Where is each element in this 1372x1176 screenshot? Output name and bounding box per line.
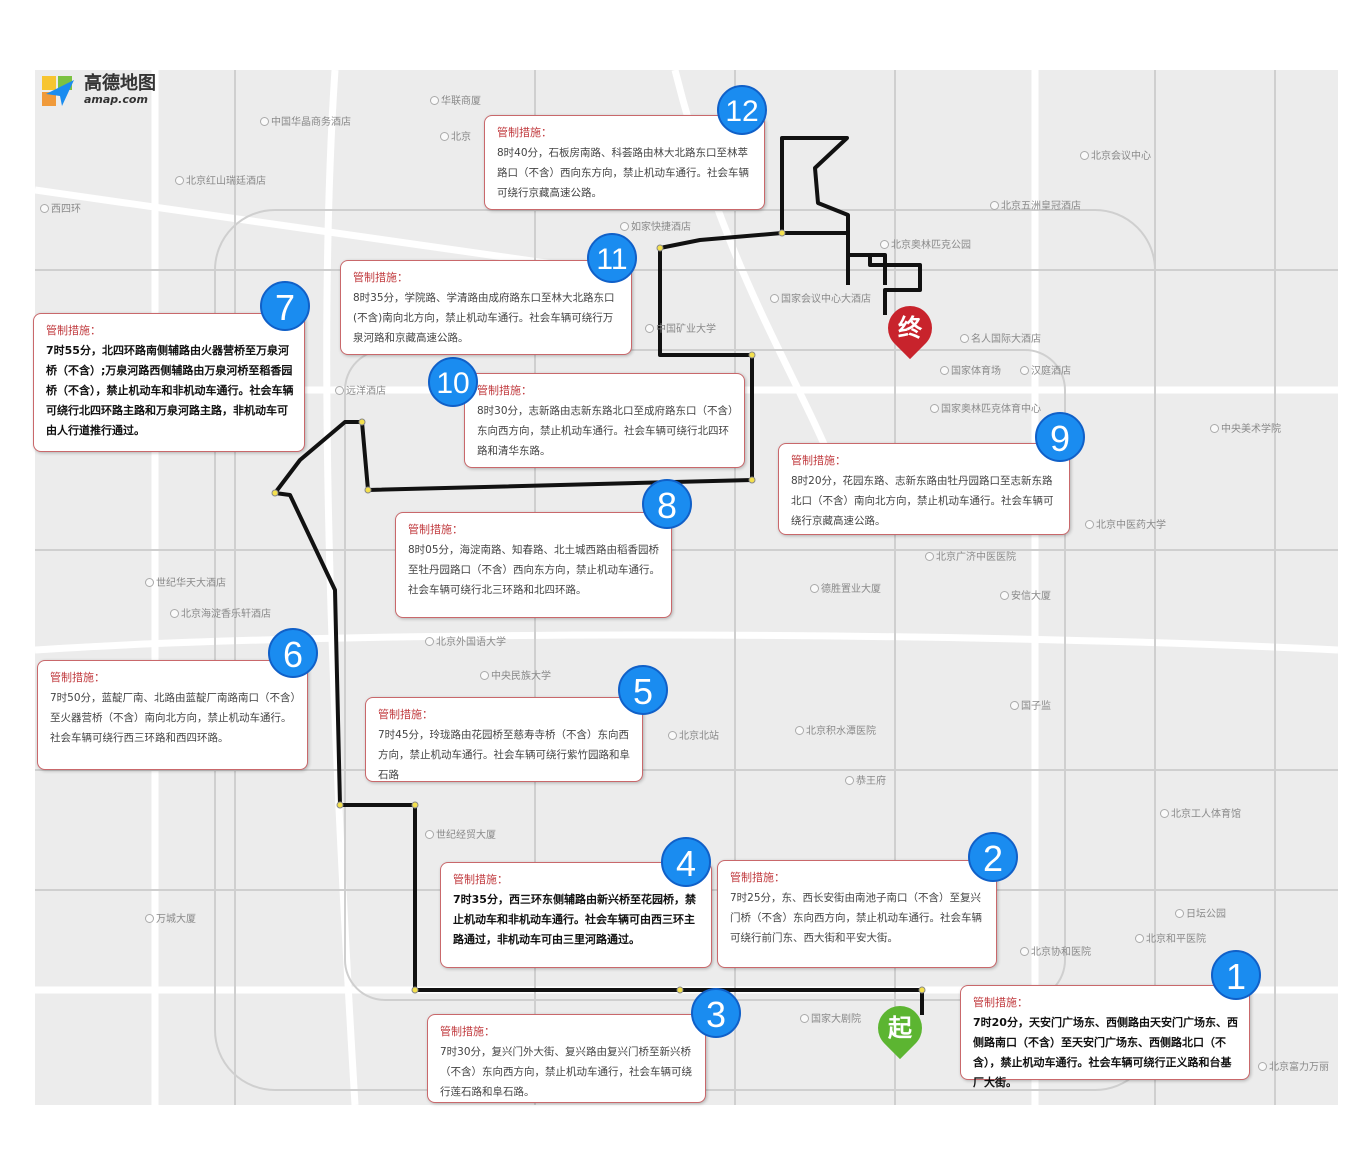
place-label[interactable]: 华联商厦 (430, 92, 481, 107)
place-label[interactable]: 北京红山瑞廷酒店 (175, 172, 266, 187)
place-label[interactable]: 北京协和医院 (1020, 943, 1091, 958)
callout-text: 7时45分，玲珑路由花园桥至慈寿寺桥（不含）东向西方向，禁止机动车通行。社会车辆… (378, 729, 630, 781)
callout-heading: 管制措施： (50, 671, 105, 684)
step-badge-5[interactable]: 5 (618, 665, 668, 715)
callout-text: 8时20分，花园东路、志新东路由牡丹园路口至志新东路北口（不含）南向北方向，禁止… (791, 475, 1054, 527)
step-badge-6[interactable]: 6 (268, 628, 318, 678)
place-label[interactable]: 北京 (440, 128, 471, 143)
callout-3: 管制措施： 7时30分，复兴门外大街、复兴路由复兴门桥至新兴桥（不含）东向西方向，… (427, 1014, 706, 1103)
callout-text: 7时30分，复兴门外大街、复兴路由复兴门桥至新兴桥（不含）东向西方向，禁止机动车… (440, 1046, 692, 1098)
place-label[interactable]: 中国华晶商务酒店 (260, 113, 351, 128)
amap-logo-icon (42, 76, 74, 106)
place-label[interactable]: 西四环 (40, 200, 81, 215)
place-label[interactable]: 汉庭酒店 (1020, 362, 1071, 377)
callout-1: 管制措施： 7时20分，天安门广场东、西侧路由天安门广场东、西侧路南口（不含）至天… (960, 985, 1250, 1089)
step-badge-8[interactable]: 8 (642, 479, 692, 529)
callout-text: 7时35分，西三环东侧辅路由新兴桥至花园桥，禁止机动车和非机动车通行。社会车辆可… (453, 893, 696, 946)
road-network (35, 70, 1338, 1105)
place-label[interactable]: 国家体育场 (940, 362, 1001, 377)
step-badge-3[interactable]: 3 (691, 988, 741, 1038)
callout-heading: 管制措施： (477, 384, 532, 397)
place-label[interactable]: 北京积水潭医院 (795, 722, 876, 737)
callout-12: 管制措施： 8时40分，石板房南路、科荟路由林大北路东口至林萃路口（不含）西向东方… (484, 115, 765, 210)
place-label[interactable]: 北京奥林匹克公园 (880, 236, 971, 251)
callout-text: 7时20分，天安门广场东、西侧路由天安门广场东、西侧路南口（不含）至天安门广场东… (973, 1016, 1238, 1089)
callout-text: 7时55分，北四环路南侧辅路由火器营桥至万泉河桥（不含）;万泉河路西侧辅路由万泉… (46, 344, 294, 437)
place-label[interactable]: 日坛公园 (1175, 905, 1226, 920)
step-badge-10[interactable]: 10 (428, 357, 478, 407)
callout-text: 8时35分，学院路、学清路由成府路东口至林大北路东口(不含)南向北方向，禁止机动… (353, 292, 615, 344)
place-label[interactable]: 北京中医药大学 (1085, 516, 1166, 531)
callout-text: 7时25分，东、西长安街由南池子南口（不含）至复兴门桥（不含）东向西方向，禁止机… (730, 892, 982, 944)
callout-11: 管制措施： 8时35分，学院路、学清路由成府路东口至林大北路东口(不含)南向北方向… (340, 260, 632, 355)
callout-heading: 管制措施： (730, 871, 785, 884)
callout-8: 管制措施： 8时05分，海淀南路、知春路、北土城西路由稻香园桥至牡丹园路口（不含）… (395, 512, 672, 618)
callout-5: 管制措施： 7时45分，玲珑路由花园桥至慈寿寺桥（不含）东向西方向，禁止机动车通行… (365, 697, 643, 782)
logo-name: 高德地图 (84, 72, 156, 94)
callout-heading: 管制措施： (973, 996, 1028, 1009)
end-marker[interactable]: 终 (878, 296, 942, 360)
place-label[interactable]: 中国矿业大学 (645, 320, 716, 335)
place-label[interactable]: 中央美术学院 (1210, 420, 1281, 435)
callout-heading: 管制措施： (453, 873, 508, 886)
callout-heading: 管制措施： (353, 271, 408, 284)
callout-9: 管制措施： 8时20分，花园东路、志新东路由牡丹园路口至志新东路北口（不含）南向北… (778, 443, 1070, 535)
place-label[interactable]: 国子监 (1010, 697, 1051, 712)
place-label[interactable]: 名人国际大酒店 (960, 330, 1041, 345)
callout-heading: 管制措施： (440, 1025, 495, 1038)
callout-6: 管制措施： 7时50分，蓝靛厂南、北路由蓝靛厂南路南口（不含）至火器营桥（不含）南… (37, 660, 308, 770)
place-label[interactable]: 万城大厦 (145, 910, 196, 925)
place-label[interactable]: 安信大厦 (1000, 587, 1051, 602)
callout-heading: 管制措施： (378, 708, 433, 721)
place-label[interactable]: 北京会议中心 (1080, 147, 1151, 162)
place-label[interactable]: 中央民族大学 (480, 667, 551, 682)
callout-7: 管制措施： 7时55分，北四环路南侧辅路由火器营桥至万泉河桥（不含）;万泉河路西侧… (33, 313, 305, 452)
place-label[interactable]: 国家大剧院 (800, 1010, 861, 1025)
step-badge-7[interactable]: 7 (260, 281, 310, 331)
place-label[interactable]: 国家奥林匹克体育中心 (930, 400, 1041, 415)
place-label[interactable]: 北京广济中医医院 (925, 548, 1016, 563)
step-badge-2[interactable]: 2 (968, 832, 1018, 882)
callout-text: 8时40分，石板房南路、科荟路由林大北路东口至林萃路口（不含）西向东方向，禁止机… (497, 147, 749, 199)
place-label[interactable]: 北京海淀香乐轩酒店 (170, 605, 271, 620)
callout-text: 8时05分，海淀南路、知春路、北土城西路由稻香园桥至牡丹园路口（不含）西向东方向… (408, 544, 660, 596)
step-badge-11[interactable]: 11 (587, 233, 637, 283)
step-badge-12[interactable]: 12 (717, 85, 767, 135)
step-badge-1[interactable]: 1 (1211, 950, 1261, 1000)
place-label[interactable]: 北京五洲皇冠酒店 (990, 197, 1081, 212)
place-label[interactable]: 恭王府 (845, 772, 886, 787)
place-label[interactable]: 如家快捷酒店 (620, 218, 691, 233)
callout-2: 管制措施： 7时25分，东、西长安街由南池子南口（不含）至复兴门桥（不含）东向西方… (717, 860, 997, 968)
place-label[interactable]: 德胜置业大厦 (810, 580, 881, 595)
place-label[interactable]: 世纪华天大酒店 (145, 574, 226, 589)
callout-heading: 管制措施： (791, 454, 846, 467)
callout-heading: 管制措施： (408, 523, 463, 536)
callout-text: 8时30分，志新路由志新东路北口至成府路东口（不含）东向西方向，禁止机动车通行。… (477, 405, 734, 457)
callout-text: 7时50分，蓝靛厂南、北路由蓝靛厂南路南口（不含）至火器营桥（不含）南向北方向，… (50, 692, 296, 744)
place-label[interactable]: 北京工人体育馆 (1160, 805, 1241, 820)
callout-4: 管制措施： 7时35分，西三环东侧辅路由新兴桥至花园桥，禁止机动车和非机动车通行。… (440, 862, 712, 968)
place-label[interactable]: 北京和平医院 (1135, 930, 1206, 945)
place-label[interactable]: 北京北站 (668, 727, 719, 742)
start-marker[interactable]: 起 (868, 996, 932, 1060)
step-badge-4[interactable]: 4 (661, 837, 711, 887)
callout-heading: 管制措施： (46, 324, 101, 337)
step-badge-9[interactable]: 9 (1035, 412, 1085, 462)
logo-domain: amap.com (84, 92, 148, 106)
place-label[interactable]: 世纪经贸大厦 (425, 826, 496, 841)
route-waypoints (271, 229, 926, 994)
callout-heading: 管制措施： (497, 126, 552, 139)
place-label[interactable]: 北京富力万丽 (1258, 1058, 1329, 1073)
place-label[interactable]: 远洋酒店 (335, 382, 386, 397)
callout-10: 管制措施： 8时30分，志新路由志新东路北口至成府路东口（不含）东向西方向，禁止机… (464, 373, 745, 468)
place-label[interactable]: 国家会议中心大酒店 (770, 290, 871, 305)
place-label[interactable]: 北京外国语大学 (425, 633, 506, 648)
